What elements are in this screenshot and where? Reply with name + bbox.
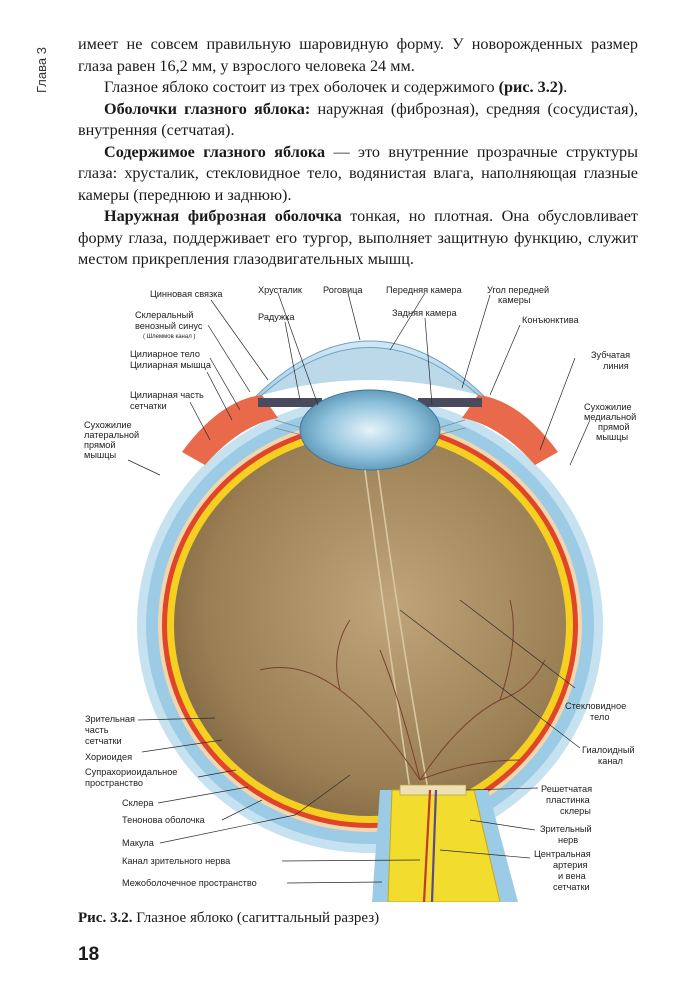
figure-caption: Рис. 3.2. Глазное яблоко (сагиттальный р… <box>78 908 638 928</box>
ciliary-body-left <box>182 395 278 465</box>
label-intervaginal-space: Межоболочечное пространство <box>122 878 257 888</box>
paragraph-4-term: Содержимое глазного яблока <box>104 142 326 161</box>
label-sclera: Склера <box>122 798 154 808</box>
label-lateral-tendon-line-4: мышцы <box>84 450 116 460</box>
paragraph-2: Глазное яблоко состоит из трех оболочек … <box>78 77 638 99</box>
label-optic-retina-line-1: Зрительная <box>85 714 135 724</box>
label-hyaloid-line-2: канал <box>598 756 623 766</box>
label-medial-tendon-line-3: прямой <box>598 422 630 432</box>
paragraph-1: имеет не совсем правильную шаровидную фо… <box>78 35 638 75</box>
label-schlemm-canal: ( Шлеммов канал ) <box>143 334 195 340</box>
paragraph-4-text: — это внутренние прозрачные структуры гл… <box>78 142 638 204</box>
label-lateral-tendon-line-2: латеральной <box>84 430 139 440</box>
paragraph-5-term: Наружная фиброзная оболочка <box>104 207 342 225</box>
chapter-tab: Глава 3 <box>22 40 62 100</box>
central-vein <box>430 789 438 902</box>
paragraph-4: Содержимое глазного яблока — это внутрен… <box>78 142 638 207</box>
label-tenon: Тенонова оболочка <box>122 815 206 825</box>
leader-lines <box>127 292 591 884</box>
label-central-vessels-line-1: Центральная <box>534 849 591 859</box>
caption-text: Глазное яблоко (сагиттальный разрез) <box>132 910 380 926</box>
hyaloid-canal <box>364 469 429 791</box>
label-optic-nerve-line-2: нерв <box>558 835 578 845</box>
label-conjunctiva: Конъюнктива <box>522 315 579 325</box>
label-medial-tendon-line-1: Сухожилие <box>584 402 632 412</box>
label-ciliary-retina-line-1: Цилиарная часть <box>130 390 204 400</box>
label-scleral-sinus-line-1: Склеральный <box>135 310 193 320</box>
label-anterior-chamber: Передняя камера <box>386 285 463 295</box>
chapter-label: Глава 3 <box>34 47 49 93</box>
label-medial-tendon-line-2: медиальной <box>584 412 636 422</box>
label-suprachoroidal-line-1: Супрахориоидальное <box>85 767 177 777</box>
caption-ref: Рис. 3.2. <box>78 910 133 926</box>
label-ciliary-retina-line-2: сетчатки <box>130 401 167 411</box>
eye-diagram: Цинновая связка Хрусталик Роговица Перед… <box>84 285 636 902</box>
paragraph-2-end: . <box>563 78 568 96</box>
figure-reference: (рис. 3.2) <box>498 78 564 96</box>
label-hyaloid-line-1: Гиалоидный <box>582 745 635 755</box>
label-lateral-tendon-line-3: прямой <box>84 440 116 450</box>
label-dentate-line-1: Зубчатая <box>591 350 630 360</box>
label-vitreous-line-1: Стекловидное <box>565 701 626 711</box>
label-lens: Хрусталик <box>258 285 303 295</box>
iris-left <box>258 398 322 407</box>
paragraph-5: Наружная фиброзная оболочка тонкая, но п… <box>78 206 638 271</box>
paragraph-3: Оболочки глазного яблока: наружная (фибр… <box>78 99 638 142</box>
zonule-fibers <box>274 419 466 436</box>
label-optic-nerve-line-1: Зрительный <box>540 824 592 834</box>
page-number: 18 <box>78 944 100 965</box>
label-suprachoroidal-line-2: пространство <box>85 778 143 788</box>
label-dentate-line-2: линия <box>603 361 629 371</box>
label-iris: Радужка <box>258 312 295 322</box>
lamina-cribrosa <box>399 784 467 796</box>
vitreous-body <box>174 434 566 816</box>
paragraph-3-text: наружная (фиброзная), средняя (сосудиста… <box>78 99 638 140</box>
label-optic-retina-line-2: часть <box>85 725 109 735</box>
label-ciliary-body: Цилиарное тело <box>130 349 200 359</box>
label-cornea: Роговица <box>323 285 363 295</box>
central-artery <box>422 789 432 902</box>
label-cribrosa-line-1: Решетчатая <box>541 784 592 794</box>
label-optic-retina-line-3: сетчатки <box>85 736 122 746</box>
label-nerve-canal: Канал зрительного нерва <box>122 856 231 866</box>
label-vitreous-line-2: тело <box>590 712 609 722</box>
retinal-vessels <box>259 599 546 781</box>
label-angle-line-2: камеры <box>498 295 530 305</box>
paragraph-2-text: Глазное яблоко состоит из трех оболочек … <box>104 78 499 96</box>
label-lateral-tendon-line-1: Сухожилие <box>84 420 132 430</box>
label-central-vessels-line-2: артерия <box>553 860 587 870</box>
eye-figure: Цинновая связка Хрусталик Роговица Перед… <box>78 276 648 902</box>
label-cribrosa-line-2: пластинка <box>546 795 591 805</box>
label-angle-line-1: Угол передней <box>487 285 549 295</box>
label-central-vessels-line-3: и вена <box>558 871 587 881</box>
label-macula: Макула <box>122 838 155 848</box>
label-central-vessels-line-4: сетчатки <box>553 882 590 892</box>
figure-labels: Цинновая связка Хрусталик Роговица Перед… <box>84 285 636 892</box>
label-scleral-sinus-line-2: венозный синус <box>135 321 203 331</box>
paragraph-3-term: Оболочки глазного яблока: <box>104 99 311 118</box>
ciliary-body-right <box>462 395 558 465</box>
label-zinn-ligament: Цинновая связка <box>150 289 223 299</box>
label-choroid: Хориоидея <box>85 752 132 762</box>
lens <box>299 389 441 471</box>
iris-right <box>418 398 482 407</box>
label-cribrosa-line-3: склеры <box>560 806 591 816</box>
label-ciliary-muscle: Цилиарная мышца <box>130 360 212 370</box>
paragraph-5-text: тонкая, но плотная. Она обусловливает фо… <box>78 207 638 268</box>
label-medial-tendon-line-4: мышцы <box>596 432 628 442</box>
body-text: имеет не совсем правильную шаровидную фо… <box>78 34 638 271</box>
label-posterior-chamber: Задняя камера <box>392 308 457 318</box>
